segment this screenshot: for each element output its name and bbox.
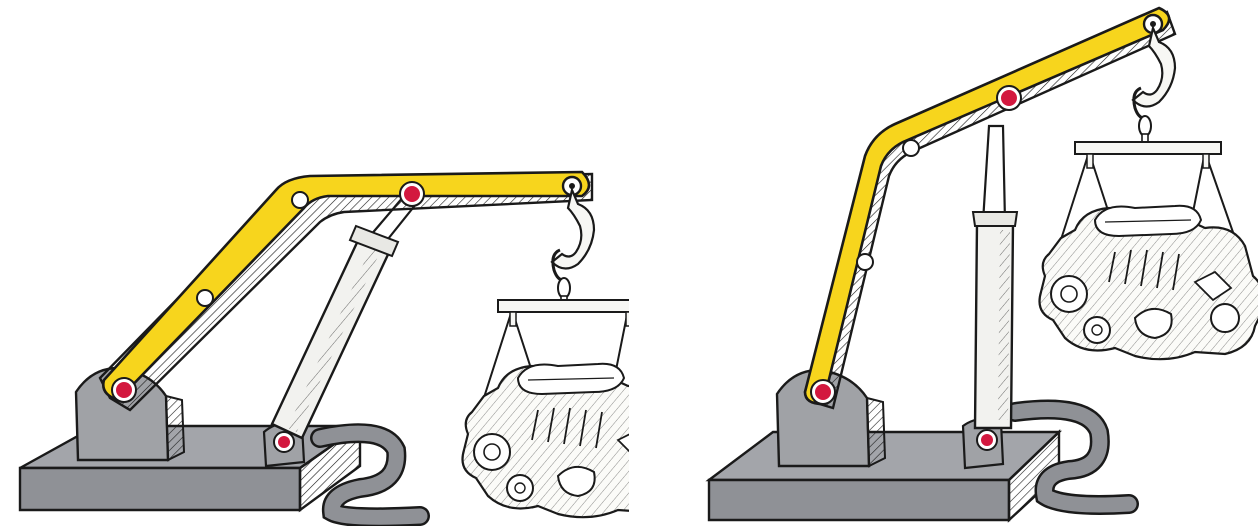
crane-hook-icon [552,190,594,312]
boom-hole-icon [292,192,308,208]
engine-block-icon [1040,142,1258,359]
pivot-pin-icon [278,436,290,448]
scene-raised [629,0,1258,526]
engine-block-icon [463,300,630,517]
boom-hole-icon [197,290,213,306]
pivot-pin-icon [116,382,132,398]
scene-lowered [0,0,629,526]
pivot-pin-icon [1001,90,1017,106]
hydraulic-cylinder-icon [973,126,1017,428]
pivot-pin-icon [815,384,831,400]
base-plate-icon [20,426,360,510]
pivot-pin-icon [981,434,993,446]
pivot-pin-icon [404,186,420,202]
crane-raised-illustration [629,0,1258,526]
crane-lowered-illustration [0,0,629,526]
boom-hole-icon [903,140,919,156]
boom-hole-icon [857,254,873,270]
